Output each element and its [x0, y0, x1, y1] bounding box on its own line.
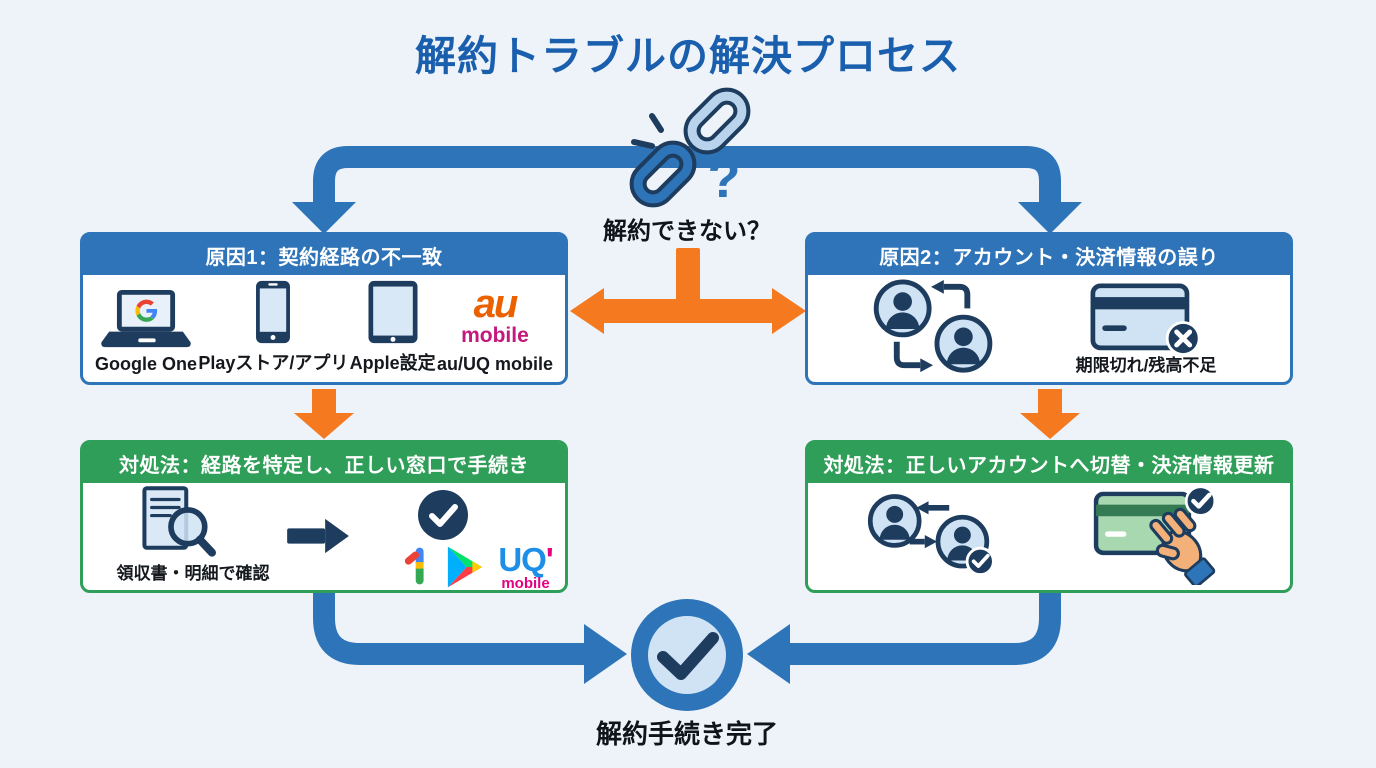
orange-down-arrow-right — [1020, 389, 1080, 439]
orange-split-arrow — [570, 248, 806, 334]
uq-mobile-logo: UQ' mobile — [498, 541, 554, 592]
item-label: Google One — [95, 354, 198, 374]
google-play-logo — [447, 546, 483, 588]
receipt-magnifier-icon — [142, 486, 217, 557]
break-sparks — [631, 113, 664, 149]
google-one-logo — [404, 547, 424, 585]
cannot-cancel-label: 解約できない？ — [603, 218, 771, 245]
broken-link-icon — [629, 87, 751, 208]
item-label: au/UQ mobile — [436, 354, 553, 374]
smartphone-icon — [254, 279, 292, 345]
card-in-hand-check-icon — [1093, 485, 1217, 585]
receipt-label: 領収書・明細で確認 — [116, 564, 270, 583]
account-switch-check-icon — [867, 494, 995, 576]
solution2-header: 対処法：正しいアカウントへ切替・決済情報更新 — [808, 443, 1290, 483]
orange-down-arrow-left — [294, 389, 354, 439]
laptop-google-icon — [98, 284, 194, 350]
cause1-box: 原因1：契約経路の不一致 — [80, 232, 568, 385]
solution1-box: 対処法：経路を特定し、正しい窓口で手続き 領収書・明細で確認 — [80, 440, 568, 593]
credit-card-error-icon — [1090, 283, 1201, 356]
tablet-icon — [366, 279, 420, 345]
item-play-store: Playストア/アプリ — [198, 279, 348, 375]
solution1-header: 対処法：経路を特定し、正しい窓口で手続き — [83, 443, 565, 483]
item-apple-settings: Apple設定 — [350, 279, 436, 375]
right-arrow-icon — [287, 518, 349, 554]
item-label: Playストア/アプリ — [198, 353, 349, 373]
down-arrowhead-right — [1018, 202, 1082, 234]
uq-tail-mark: ' — [545, 541, 554, 578]
item-google-one: Google One — [95, 284, 197, 375]
cause1-header: 原因1：契約経路の不一致 — [83, 235, 565, 275]
card-error-label: 期限切れ/残高不足 — [1075, 356, 1217, 375]
au-mobile-logo: au mobile — [461, 282, 529, 347]
complete-label: 解約手続き完了 — [595, 719, 778, 749]
question-mark: ? — [707, 149, 741, 209]
complete-check-circle — [631, 599, 743, 711]
bottom-connector-right — [747, 593, 1061, 684]
cause2-header: 原因2：アカウント・決済情報の誤り — [808, 235, 1290, 275]
item-label: Apple設定 — [349, 353, 436, 373]
cause2-box: 原因2：アカウント・決済情報の誤り — [805, 232, 1293, 385]
item-au-uq: au mobile au/UQ mobile — [437, 284, 553, 375]
page-title: 解約トラブルの解決プロセス — [415, 33, 961, 79]
solution2-box: 対処法：正しいアカウントへ切替・決済情報更新 — [805, 440, 1293, 593]
down-arrowhead-left — [292, 202, 356, 234]
bottom-connector-left — [313, 593, 627, 684]
account-switch-icon — [873, 279, 993, 373]
check-circle-icon — [418, 490, 468, 540]
